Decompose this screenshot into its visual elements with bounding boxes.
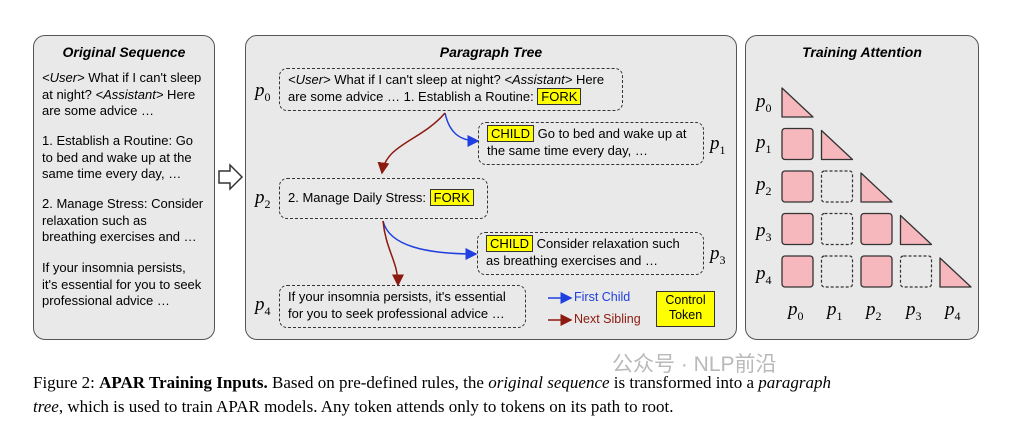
attention-row-label-p4: p4 bbox=[756, 263, 772, 287]
first-child-edge-p2-p3 bbox=[382, 220, 478, 260]
first-child-edge-p0-p1 bbox=[444, 112, 480, 147]
attention-row-label-p2: p2 bbox=[756, 174, 772, 198]
attention-cell-r3-c0 bbox=[781, 212, 814, 246]
attention-diagonal-r3 bbox=[899, 214, 933, 246]
tree-node-p2: 2. Manage Daily Stress: FORK bbox=[279, 178, 488, 219]
tree-edges bbox=[377, 112, 573, 326]
attention-diagonal-r2 bbox=[860, 172, 893, 203]
tree-label-p0: p0 bbox=[255, 80, 271, 104]
transform-arrow-icon bbox=[218, 163, 244, 191]
next-sibling-edge-p2-p4 bbox=[382, 220, 404, 287]
attention-diagonal-r4 bbox=[939, 257, 972, 288]
tree-node-p0: <User> What if I can't sleep at night? <… bbox=[279, 68, 623, 111]
attention-diagonal-r0 bbox=[781, 87, 814, 118]
attention-cell-r4-c2 bbox=[860, 255, 893, 288]
figure-caption: Figure 2: APAR Training Inputs. Based on… bbox=[33, 373, 831, 416]
attention-row-label-p3: p3 bbox=[756, 220, 772, 244]
legend-first-child-label: First Child bbox=[574, 290, 631, 304]
attention-cell-r1-c0 bbox=[781, 127, 814, 161]
child-token: CHILD bbox=[487, 125, 535, 142]
attention-col-label-p4: p4 bbox=[945, 299, 961, 323]
original-paragraph-2: 1. Establish a Routine: Go to bed and wa… bbox=[42, 133, 194, 181]
child-token: CHILD bbox=[486, 235, 534, 252]
attention-matrix bbox=[781, 87, 972, 288]
tree-node-p4: If your insomnia persists, it's essentia… bbox=[279, 285, 526, 328]
training-attention-title: Training Attention bbox=[802, 44, 922, 60]
tree-label-p4: p4 bbox=[255, 294, 271, 318]
fork-token: FORK bbox=[537, 88, 582, 105]
tree-node-p3: CHILD Consider relaxation such as breath… bbox=[477, 232, 704, 275]
original-paragraph-1: <User> What if I can't sleep at night? <… bbox=[42, 70, 202, 118]
attention-col-label-p0: p0 bbox=[788, 299, 804, 323]
tree-label-p3: p3 bbox=[710, 243, 726, 267]
user-tag: <User> bbox=[42, 70, 85, 85]
attention-col-label-p3: p3 bbox=[906, 299, 922, 323]
attention-cell-r3-c2 bbox=[860, 212, 893, 246]
attention-cell-r2-c0 bbox=[781, 170, 814, 203]
tree-node-p1: CHILD Go to bed and wake up at the same … bbox=[478, 122, 704, 165]
attention-col-label-p1: p1 bbox=[827, 299, 843, 323]
assistant-tag: <Assistant> bbox=[95, 86, 164, 102]
next-sibling-edge-p0-p2 bbox=[377, 112, 446, 175]
paragraph-tree-title: Paragraph Tree bbox=[439, 44, 543, 60]
attention-masked-cell-r4-c1 bbox=[820, 255, 854, 288]
original-sequence-title: Original Sequence bbox=[62, 44, 186, 60]
watermark: 公众号 · NLP前沿 bbox=[612, 353, 777, 376]
original-sequence-panel: Original Sequence <User> What if I can't… bbox=[33, 35, 215, 340]
attention-diagonal-r1 bbox=[820, 129, 854, 161]
legend-next-sibling-label: Next Sibling bbox=[574, 312, 641, 326]
legend-control-token: Control Token bbox=[656, 291, 715, 327]
original-paragraph-4: If your insomnia persists, it's essentia… bbox=[42, 260, 202, 308]
attention-masked-cell-r4-c3 bbox=[899, 255, 933, 288]
attention-masked-cell-r2-c1 bbox=[820, 170, 854, 203]
attention-masked-cell-r3-c1 bbox=[820, 212, 854, 246]
training-attention-panel: Training Attention p0 p1 p2 p3 p4 p0 p1 … bbox=[745, 35, 979, 340]
tree-label-p1: p1 bbox=[710, 133, 726, 157]
fork-token: FORK bbox=[429, 189, 474, 206]
attention-cell-r4-c0 bbox=[781, 255, 814, 288]
attention-row-label-p1: p1 bbox=[756, 132, 772, 156]
attention-col-label-p2: p2 bbox=[866, 299, 882, 323]
paragraph-tree-panel: Paragraph Tree p0 <User> What if I can't… bbox=[245, 35, 737, 340]
original-paragraph-3: 2. Manage Stress: Consider relaxation su… bbox=[42, 196, 204, 244]
attention-row-label-p0: p0 bbox=[756, 91, 772, 115]
tree-label-p2: p2 bbox=[255, 187, 271, 211]
